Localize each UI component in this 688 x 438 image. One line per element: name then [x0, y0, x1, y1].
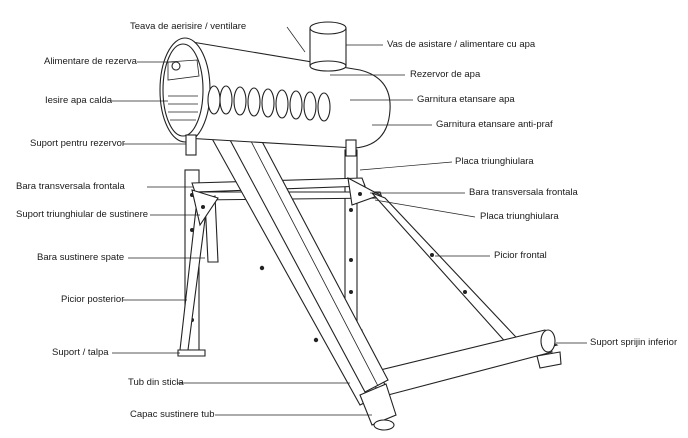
label-vent-pipe: Teava de aerisire / ventilare [130, 21, 247, 32]
label-dust-seal: Garnitura etansare anti-praf [436, 119, 553, 130]
label-rear-leg: Picior posterior [61, 294, 125, 305]
label-front-leg: Picior frontal [494, 250, 547, 261]
label-triangle-support: Suport triunghiular de sustinere [16, 209, 149, 220]
label-rear-support-bar: Bara sustinere spate [37, 252, 125, 263]
label-water-tank: Rezervor de apa [410, 69, 481, 80]
water-tank [159, 37, 391, 149]
label-water-seal: Garnitura etansare apa [417, 94, 515, 105]
label-hot-water-outlet: Iesire apa calda [45, 95, 113, 106]
leader-lines [111, 26, 587, 416]
glass-tube [221, 114, 389, 393]
label-front-crossbar-right: Bara transversala frontala [469, 187, 578, 198]
label-foot: Suport / talpa [52, 347, 109, 358]
label-aux-tank: Vas de asistare / alimentare cu apa [387, 39, 536, 50]
label-tube-cap: Capac sustinere tub [130, 409, 215, 420]
triangle-support-plate [191, 177, 382, 227]
label-front-crossbar-left: Bara transversala frontala [16, 181, 125, 192]
label-bottom-support: Suport sprijin inferior [590, 337, 678, 348]
label-tank-support: Suport pentru rezervor [30, 138, 126, 149]
label-triangle-plate-right: Placa triunghiulara [480, 211, 559, 222]
aux-tank [309, 21, 347, 72]
label-backup-feed: Alimentare de rezerva [44, 56, 137, 67]
label-glass-tube: Tub din sticla [128, 377, 184, 388]
label-triangle-plate-top: Placa triunghiulara [455, 156, 534, 167]
tank-support [185, 134, 357, 157]
bottom-support [379, 329, 562, 396]
